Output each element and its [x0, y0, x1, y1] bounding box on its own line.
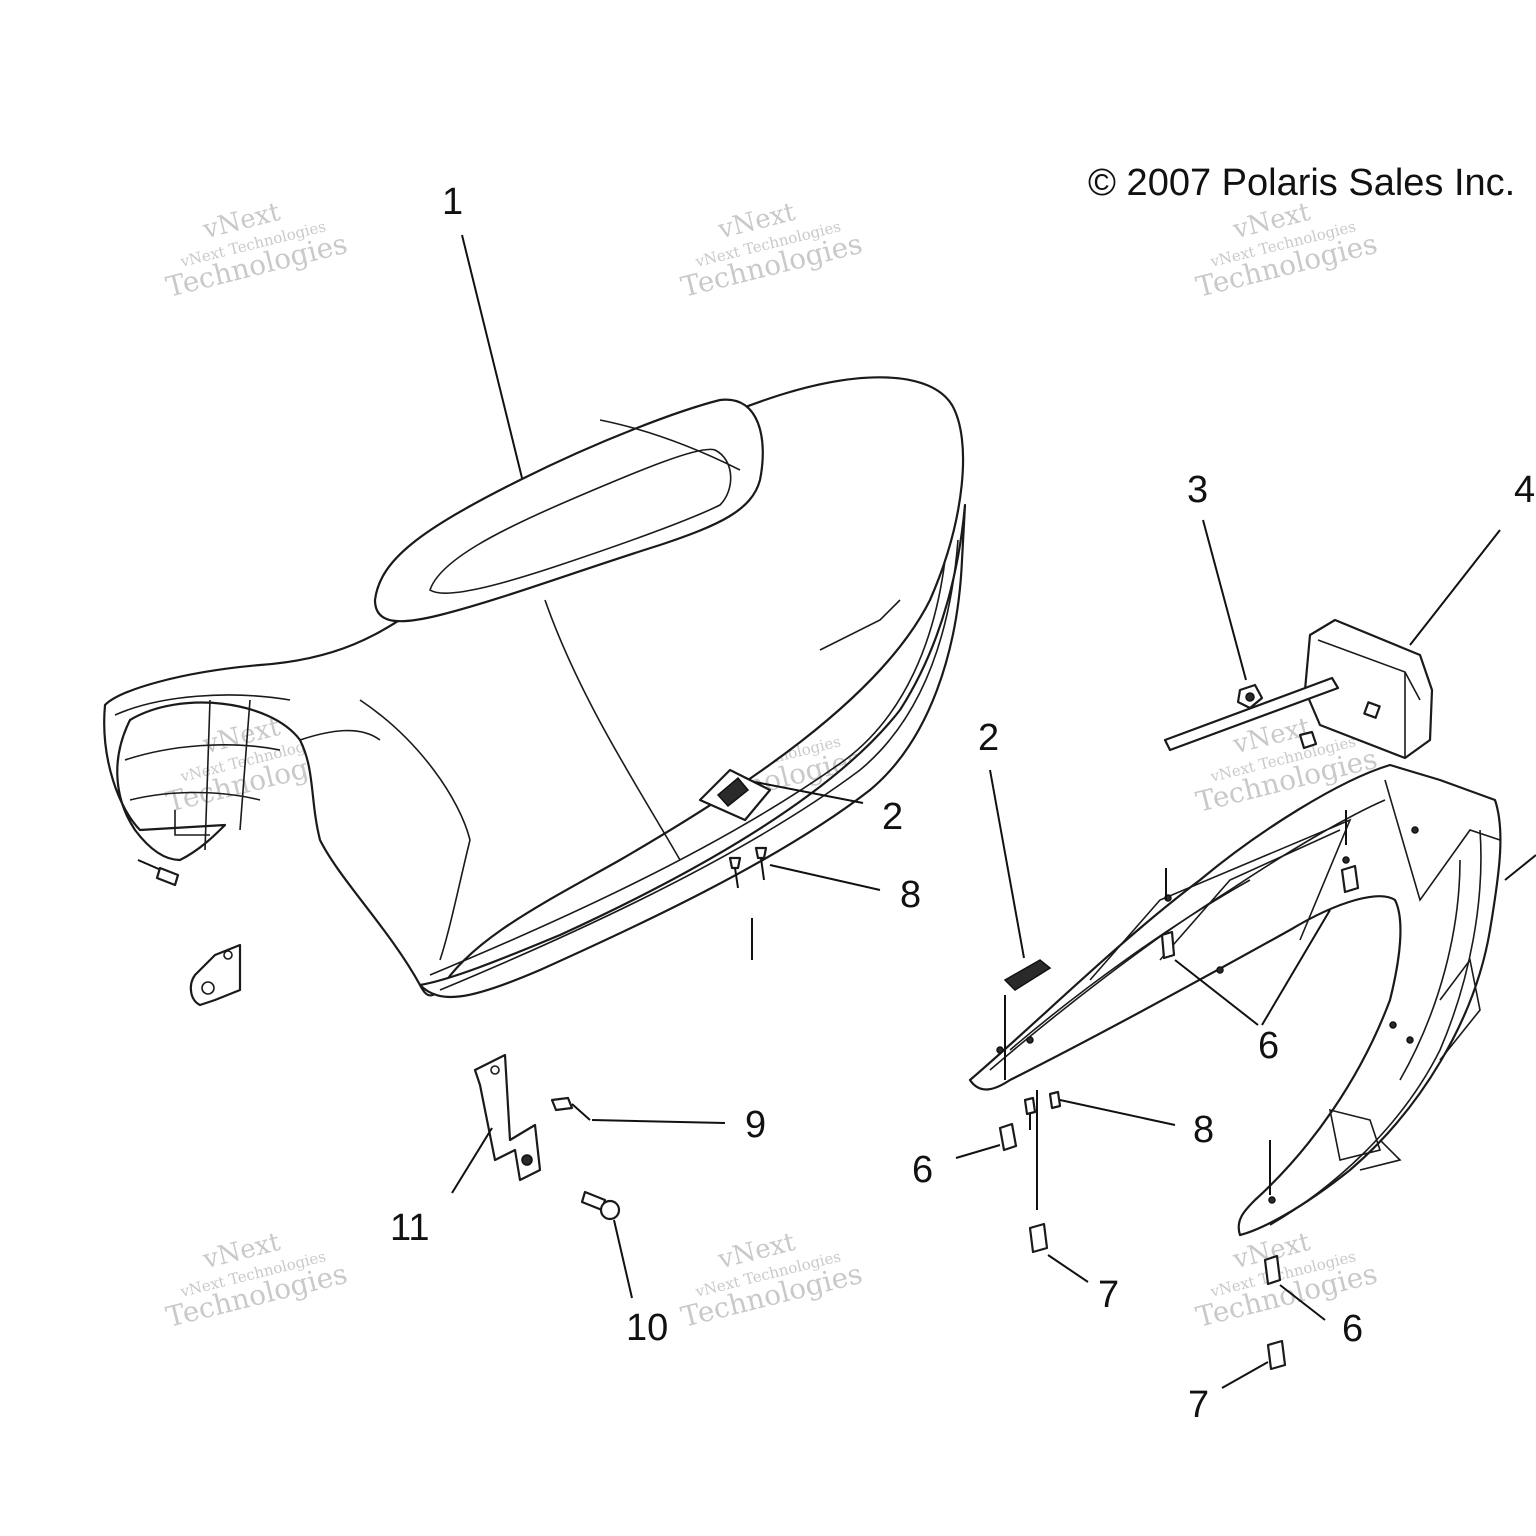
seat-part-1 [103, 376, 967, 999]
leader-lines [451, 234, 1536, 1389]
watermark-bottom-left: vNext vNext Technologies Technologies [163, 1227, 351, 1334]
callout-labels: 1 2 2 3 4 6 6 6 7 7 8 8 9 10 11 [390, 181, 1535, 1426]
front-bracket [137, 859, 242, 1007]
callout-8-rear: 8 [1193, 1109, 1214, 1151]
watermark-top-left: vNext vNext Technologies Technologies [163, 197, 351, 304]
watermark-bottom-center: vNext vNext Technologies Technologies [678, 1227, 866, 1334]
callout-2-seat: 2 [882, 796, 903, 838]
callout-7-right: 7 [1188, 1384, 1209, 1426]
rear-grab-handle [968, 763, 1502, 1237]
callout-6-lower: 6 [1342, 1308, 1363, 1350]
copyright-notice: © 2007 Polaris Sales Inc. [1088, 162, 1515, 204]
watermark-top-center: vNext vNext Technologies Technologies [678, 197, 866, 304]
callout-2-rear: 2 [978, 717, 999, 759]
callout-10: 10 [626, 1307, 668, 1349]
callout-6-upper: 6 [1258, 1025, 1279, 1067]
tail-light-part-4 [1163, 618, 1434, 760]
callout-4: 4 [1514, 469, 1535, 511]
bolt-part-10 [580, 1190, 621, 1221]
fasteners-rear [998, 810, 1360, 1371]
screw-part-9 [550, 1096, 591, 1121]
callout-6-left: 6 [912, 1149, 933, 1191]
latch-part-2-rear [1003, 959, 1052, 1080]
callout-7-left: 7 [1098, 1274, 1119, 1316]
callout-9: 9 [745, 1104, 766, 1146]
callout-8-seat: 8 [900, 874, 921, 916]
callout-1: 1 [442, 181, 463, 223]
callout-3: 3 [1187, 469, 1208, 511]
nut-part-3 [1236, 683, 1318, 750]
bracket-part-11 [473, 1053, 542, 1182]
fastener-part-8-seat [728, 846, 768, 960]
callout-11: 11 [390, 1207, 429, 1249]
